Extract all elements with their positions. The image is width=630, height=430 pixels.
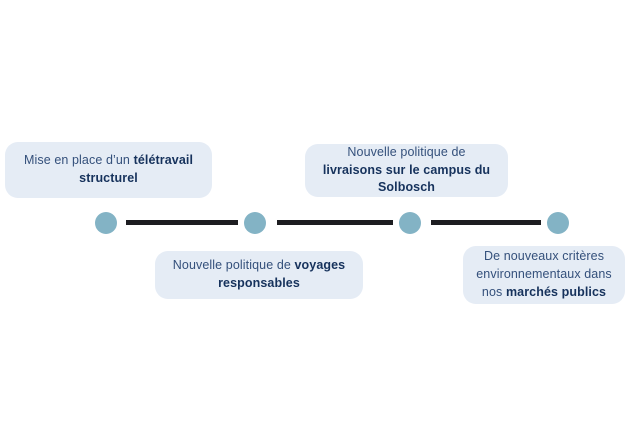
milestone-card-voyages-text: Nouvelle politique de voyages responsabl… xyxy=(167,257,351,293)
milestone-text-regular: De nouveaux critères environnementaux da… xyxy=(476,249,612,299)
milestone-card-livraisons[interactable]: Nouvelle politique de livraisons sur le … xyxy=(305,144,508,197)
milestone-card-voyages[interactable]: Nouvelle politique de voyages responsabl… xyxy=(155,251,363,299)
milestone-card-marches-publics-text: De nouveaux critères environnementaux da… xyxy=(475,248,613,301)
axis-segment-1 xyxy=(126,220,238,225)
milestone-dot-2[interactable] xyxy=(244,212,266,234)
milestone-text-bold: voyages responsables xyxy=(218,258,346,290)
milestone-card-teletravail[interactable]: Mise en place d’un télétravail structure… xyxy=(5,142,212,198)
axis-segment-2 xyxy=(277,220,393,225)
milestone-text-bold: marchés publics xyxy=(505,284,607,299)
milestone-card-marches-publics[interactable]: De nouveaux critères environnementaux da… xyxy=(463,246,625,304)
milestone-text-regular: Nouvelle politique de xyxy=(347,144,466,159)
milestone-text-bold: télétravail structurel xyxy=(79,153,194,185)
milestone-dot-3[interactable] xyxy=(399,212,421,234)
axis-segment-3 xyxy=(431,220,541,225)
milestone-text-regular: Mise en place d’un xyxy=(23,153,134,168)
milestone-text-regular: Nouvelle politique de xyxy=(172,258,295,273)
milestone-card-teletravail-text: Mise en place d’un télétravail structure… xyxy=(17,152,200,188)
milestone-card-livraisons-text: Nouvelle politique de livraisons sur le … xyxy=(317,144,496,197)
milestone-text-bold: livraisons sur le campus du Solbosch xyxy=(322,162,491,195)
milestone-dot-1[interactable] xyxy=(95,212,117,234)
milestone-dot-4[interactable] xyxy=(547,212,569,234)
